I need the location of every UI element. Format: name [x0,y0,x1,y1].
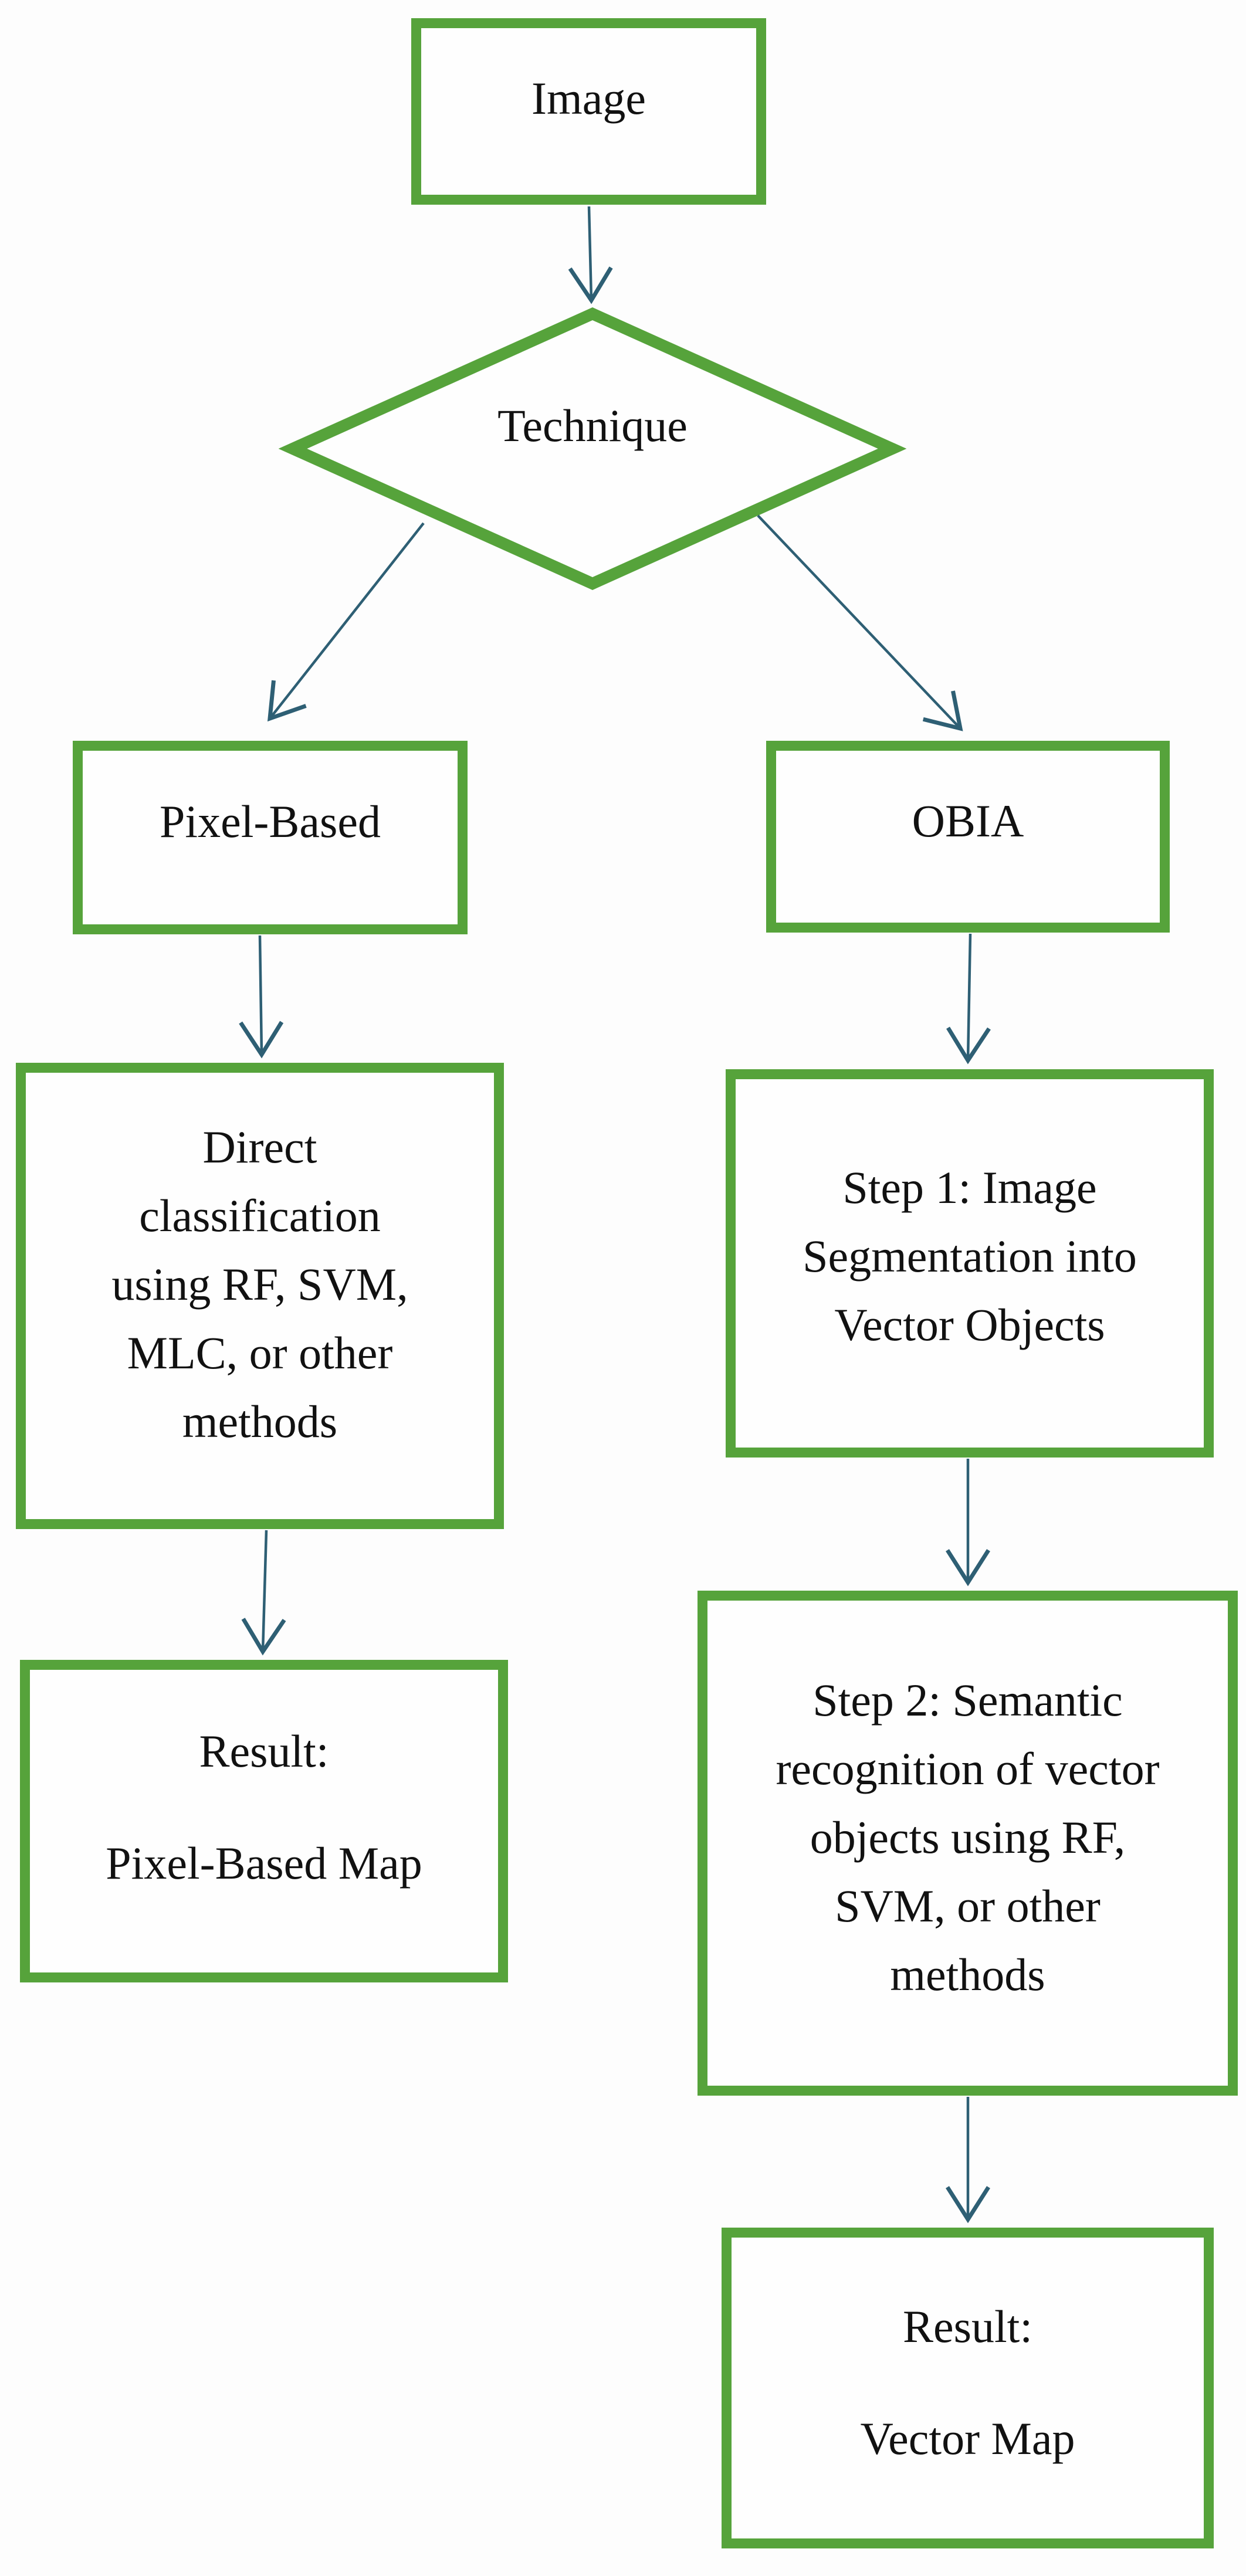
result-pixel-line-2: Pixel-Based Map [106,1838,422,1889]
direct-line-1: Direct [202,1121,317,1172]
step1-line-3: Vector Objects [834,1299,1105,1350]
step2-line-5: methods [890,1949,1045,2000]
node-image: Image [411,18,766,205]
step2-line-4: SVM, or other [835,1880,1101,1931]
node-step1: Step 1: Image Segmentation into Vector O… [726,1069,1214,1458]
node-image-label: Image [531,73,646,124]
arrow-technique-to-pixel-based [267,522,425,722]
node-pixel-based-label: Pixel-Based [160,796,381,847]
arrow-pixel-based-to-direct [239,935,284,1059]
node-technique: Technique [428,396,757,455]
step2-line-3: objects using RF, [810,1812,1126,1863]
step1-line-1: Step 1: Image [842,1162,1097,1213]
arrow-image-to-technique [568,206,613,304]
arrow-technique-to-obia [757,514,963,731]
node-result-vector: Result: Vector Map [722,2228,1214,2548]
technique-diamond-shape [278,307,907,590]
node-step2: Step 2: Semantic recognition of vector o… [698,1591,1238,2096]
arrow-direct-to-result-pixel [241,1530,286,1656]
result-pixel-line-1: Result: [199,1726,329,1777]
node-direct-classification: Direct classification using RF, SVM, MLC… [16,1063,504,1529]
node-technique-label: Technique [497,400,688,452]
arrow-obia-to-step1 [946,933,991,1065]
step2-line-2: recognition of vector [776,1743,1160,1794]
direct-line-3: using RF, SVM, [111,1259,408,1310]
result-vector-line-1: Result: [902,2300,1032,2352]
direct-line-5: methods [182,1396,338,1447]
node-pixel-based: Pixel-Based [73,741,468,934]
step1-line-2: Segmentation into [803,1231,1137,1282]
step2-line-1: Step 2: Semantic [812,1675,1123,1726]
node-obia-label: OBIA [912,795,1024,846]
node-obia: OBIA [766,741,1170,933]
result-vector-line-2: Vector Map [860,2412,1075,2464]
direct-line-2: classification [139,1190,381,1241]
node-result-pixel-based: Result: Pixel-Based Map [20,1660,508,1982]
direct-line-4: MLC, or other [127,1327,393,1378]
